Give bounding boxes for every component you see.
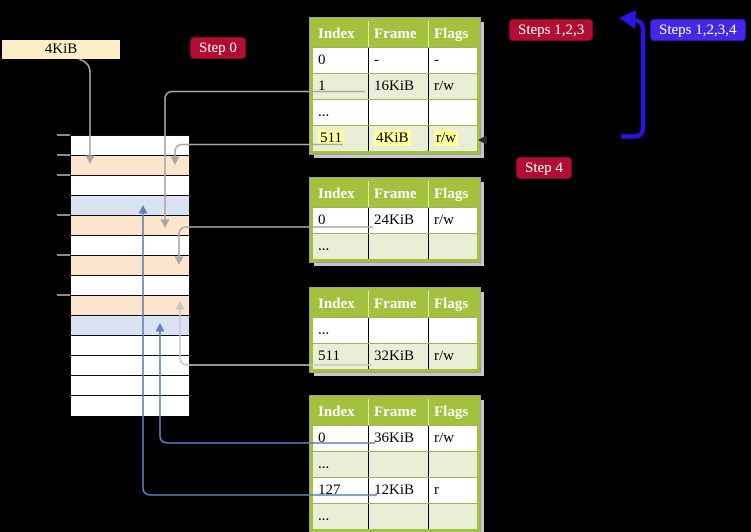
table-row: ... bbox=[313, 99, 477, 125]
cell-frame: 36KiB bbox=[374, 430, 415, 446]
table-header: Index Frame Flags bbox=[313, 291, 477, 317]
cell-index: ... bbox=[318, 322, 330, 338]
column-header-frame: Frame bbox=[368, 291, 428, 317]
table-row: 1 16KiB r/w bbox=[313, 73, 477, 99]
column-header-frame: Frame bbox=[368, 21, 428, 47]
cell-frame: 4KiB bbox=[374, 130, 411, 146]
cell-frame: - bbox=[374, 52, 379, 68]
frame-size-label: 4KiB bbox=[2, 40, 120, 59]
memory-frame-row bbox=[71, 316, 189, 336]
cell-flags: r/w bbox=[434, 430, 454, 446]
arrow-loop-steps bbox=[619, 10, 646, 139]
memory-frame-row bbox=[71, 236, 189, 256]
step-4-badge: Step 4 bbox=[516, 157, 572, 179]
cell-index: ... bbox=[318, 238, 330, 254]
steps-123-badge: Steps 1,2,3 bbox=[509, 19, 594, 41]
column-header-flags: Flags bbox=[428, 21, 477, 47]
cell-index: 511 bbox=[318, 348, 340, 364]
cell-index: 511 bbox=[318, 130, 344, 146]
cell-frame: 32KiB bbox=[374, 348, 415, 364]
page-table-level3: Index Frame Flags 0 24KiB r/w ... bbox=[309, 177, 481, 263]
cell-index: 1 bbox=[318, 78, 326, 94]
table-header: Index Frame Flags bbox=[313, 399, 477, 425]
cell-frame: 16KiB bbox=[374, 78, 415, 94]
memory-frame-row bbox=[71, 396, 189, 416]
memory-address-tick bbox=[57, 154, 70, 156]
cell-flags: r/w bbox=[434, 130, 458, 146]
cell-index: ... bbox=[318, 104, 330, 120]
table-row-highlighted: 511 4KiB r/w bbox=[313, 125, 477, 151]
page-table-level1: Index Frame Flags 0 36KiB r/w ... 127 12… bbox=[309, 395, 481, 532]
memory-frame-row bbox=[71, 356, 189, 376]
page-table-level2: Index Frame Flags ... 511 32KiB r/w bbox=[309, 287, 481, 373]
cell-index: 127 bbox=[318, 482, 341, 498]
table-row: ... bbox=[313, 317, 477, 343]
table-row: ... bbox=[313, 233, 477, 259]
cell-flags: r/w bbox=[434, 348, 454, 364]
memory-address-tick bbox=[57, 254, 70, 256]
table-row: 0 36KiB r/w bbox=[313, 425, 477, 451]
column-header-frame: Frame bbox=[368, 399, 428, 425]
memory-frame-row bbox=[71, 196, 189, 216]
memory-frame-row bbox=[71, 256, 189, 276]
memory-frame-row bbox=[71, 376, 189, 396]
memory-frame-row bbox=[71, 176, 189, 196]
physical-memory-strip bbox=[70, 135, 190, 416]
cell-index: ... bbox=[318, 508, 330, 524]
cell-flags: r/w bbox=[434, 78, 454, 94]
table-row: ... bbox=[313, 503, 477, 529]
column-header-index: Index bbox=[318, 26, 355, 42]
memory-address-tick bbox=[57, 294, 70, 296]
table-header: Index Frame Flags bbox=[313, 21, 477, 47]
column-header-index: Index bbox=[318, 296, 355, 312]
column-header-flags: Flags bbox=[428, 291, 477, 317]
cell-flags: - bbox=[434, 52, 439, 68]
memory-frame-row bbox=[71, 216, 189, 236]
memory-frame-row bbox=[71, 336, 189, 356]
cell-index: ... bbox=[318, 456, 330, 472]
cell-index: 0 bbox=[318, 52, 326, 68]
steps-1234-badge: Steps 1,2,3,4 bbox=[650, 19, 746, 41]
column-header-flags: Flags bbox=[428, 399, 477, 425]
cell-index: 0 bbox=[318, 212, 326, 228]
cell-frame: 24KiB bbox=[374, 212, 415, 228]
step-0-badge: Step 0 bbox=[190, 37, 246, 59]
cell-flags: r/w bbox=[434, 212, 454, 228]
memory-frame-row bbox=[71, 296, 189, 316]
memory-address-tick bbox=[57, 174, 70, 176]
column-header-flags: Flags bbox=[428, 181, 477, 207]
column-header-frame: Frame bbox=[368, 181, 428, 207]
cell-frame: 12KiB bbox=[374, 482, 415, 498]
table-row: 0 24KiB r/w bbox=[313, 207, 477, 233]
table-header: Index Frame Flags bbox=[313, 181, 477, 207]
memory-frame-row bbox=[71, 136, 189, 156]
column-header-index: Index bbox=[318, 404, 355, 420]
table-row: ... bbox=[313, 451, 477, 477]
memory-frame-row bbox=[71, 156, 189, 176]
column-header-index: Index bbox=[318, 186, 355, 202]
memory-address-tick bbox=[57, 214, 70, 216]
cell-index: 0 bbox=[318, 430, 326, 446]
memory-address-tick bbox=[57, 134, 70, 136]
table-row: 511 32KiB r/w bbox=[313, 343, 477, 369]
page-table-level4: Index Frame Flags 0 - - 1 16KiB r/w ... … bbox=[309, 17, 481, 155]
table-row: 127 12KiB r bbox=[313, 477, 477, 503]
memory-frame-row bbox=[71, 276, 189, 296]
table-row: 0 - - bbox=[313, 47, 477, 73]
cell-flags: r bbox=[434, 482, 439, 498]
